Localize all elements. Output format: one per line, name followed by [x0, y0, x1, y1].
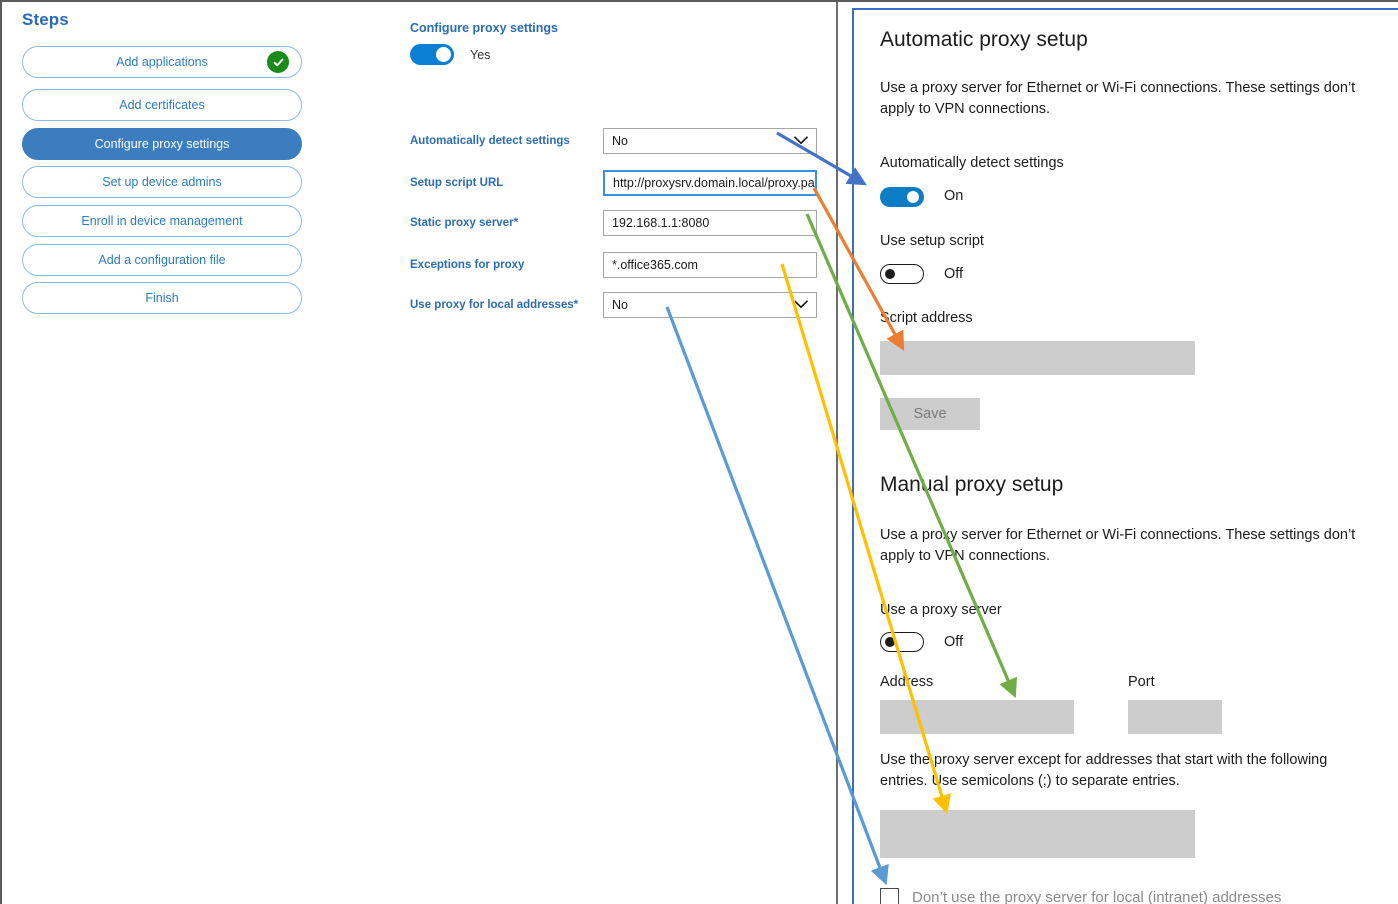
chevron-down-icon [794, 129, 808, 153]
toggle-knob [885, 636, 895, 647]
exceptions-input[interactable] [880, 810, 1195, 858]
required-marker: * [573, 299, 579, 311]
field-use-proxy-for-local-addresses: Use proxy for local addresses* No [410, 292, 830, 318]
use-setup-script-toggle[interactable] [880, 264, 924, 284]
field-label: Setup script URL [410, 177, 504, 189]
static-proxy-server-input[interactable]: 192.168.1.1:8080 [603, 210, 817, 236]
required-marker: * [513, 217, 519, 229]
automatic-proxy-description: Use a proxy server for Ethernet or Wi-Fi… [880, 80, 1356, 117]
field-setup-script-url: Setup script URL http://proxysrv.domain.… [410, 170, 830, 196]
configure-proxy-toggle-label: Yes [470, 47, 491, 62]
use-setup-script-toggle-state: Off [944, 266, 964, 282]
automatic-proxy-setup-heading: Automatic proxy setup [880, 28, 1088, 51]
address-input[interactable] [880, 700, 1074, 734]
toggle-knob [907, 191, 919, 203]
sidebar-item-add-certificates[interactable]: Add certificates [22, 89, 302, 121]
automatically-detect-settings-select[interactable]: No [603, 128, 817, 154]
local-addresses-checkbox-label: Don’t use the proxy server for local (in… [912, 889, 1282, 904]
input-value: *.office365.com [612, 258, 698, 272]
windows-proxy-settings-panel: Automatic proxy setup Use a proxy server… [852, 8, 1398, 904]
port-label: Port [1128, 674, 1155, 690]
script-address-input[interactable] [880, 341, 1195, 375]
field-label: Exceptions for proxy [410, 259, 525, 271]
configure-proxy-toggle-row: Yes [410, 44, 490, 65]
field-control: No [603, 292, 817, 318]
use-proxy-for-local-addresses-select[interactable]: No [603, 292, 817, 318]
field-control: *.office365.com [603, 252, 817, 278]
chevron-down-icon [794, 293, 808, 317]
configure-proxy-form: Configure proxy settings Yes Automatical… [337, 2, 836, 904]
field-control: http://proxysrv.domain.local/proxy.pa [603, 170, 817, 196]
script-address-label: Script address [880, 310, 973, 326]
field-control: No [603, 128, 817, 154]
sidebar-item-add-a-configuration-file[interactable]: Add a configuration file [22, 244, 302, 276]
step-label: Add applications [116, 55, 208, 69]
select-value: No [612, 134, 628, 148]
toggle-knob [885, 268, 895, 279]
step-label: Configure proxy settings [94, 137, 230, 151]
use-a-proxy-server-label: Use a proxy server [880, 602, 1002, 618]
save-button[interactable]: Save [880, 398, 980, 430]
step-label: Finish [145, 291, 179, 305]
setup-script-url-input[interactable]: http://proxysrv.domain.local/proxy.pa [603, 170, 817, 196]
toggle-knob [436, 47, 451, 62]
input-value: 192.168.1.1:8080 [612, 216, 710, 230]
configure-proxy-toggle[interactable] [410, 44, 454, 65]
field-label: Automatically detect settings [410, 135, 570, 147]
form-heading: Configure proxy settings [410, 21, 558, 35]
use-setup-script-label: Use setup script [880, 233, 984, 249]
step-label: Set up device admins [102, 175, 222, 189]
address-label: Address [880, 674, 934, 690]
step-label: Add certificates [119, 98, 205, 112]
automatically-detect-settings-toggle-state: On [944, 188, 964, 204]
exceptions-description: Use the proxy server except for addresse… [880, 752, 1328, 789]
port-input[interactable] [1128, 700, 1222, 734]
field-label: Static proxy server* [410, 217, 519, 229]
sidebar-item-finish[interactable]: Finish [22, 282, 302, 314]
field-static-proxy-server: Static proxy server* 192.168.1.1:8080 [410, 210, 830, 236]
manual-proxy-description: Use a proxy server for Ethernet or Wi-Fi… [880, 527, 1356, 564]
use-a-proxy-server-toggle-state: Off [944, 634, 964, 650]
steps-panel: Steps Add applications Add certificates … [2, 2, 337, 904]
sidebar-item-enroll-in-device-management[interactable]: Enroll in device management [22, 205, 302, 237]
field-label: Use proxy for local addresses* [410, 299, 579, 311]
automatically-detect-settings-label: Automatically detect settings [880, 155, 1064, 171]
checkbox-unchecked-icon[interactable] [880, 888, 899, 904]
step-label: Enroll in device management [81, 214, 243, 228]
sidebar-item-add-applications[interactable]: Add applications [22, 46, 302, 78]
sidebar-item-set-up-device-admins[interactable]: Set up device admins [22, 166, 302, 198]
field-control: 192.168.1.1:8080 [603, 210, 817, 236]
select-value: No [612, 298, 628, 312]
steps-title: Steps [22, 10, 69, 29]
input-value: http://proxysrv.domain.local/proxy.pa [613, 176, 815, 190]
check-circle-icon [267, 51, 289, 73]
automatically-detect-settings-toggle[interactable] [880, 187, 924, 207]
field-automatically-detect-settings: Automatically detect settings No [410, 128, 830, 154]
field-exceptions-for-proxy: Exceptions for proxy *.office365.com [410, 252, 830, 278]
panel-divider [836, 2, 838, 904]
local-addresses-checkbox-row[interactable]: Don’t use the proxy server for local (in… [880, 888, 1281, 904]
step-label: Add a configuration file [98, 253, 226, 267]
exceptions-for-proxy-input[interactable]: *.office365.com [603, 252, 817, 278]
sidebar-item-configure-proxy-settings[interactable]: Configure proxy settings [22, 128, 302, 160]
use-a-proxy-server-toggle[interactable] [880, 632, 924, 652]
manual-proxy-setup-heading: Manual proxy setup [880, 473, 1064, 496]
